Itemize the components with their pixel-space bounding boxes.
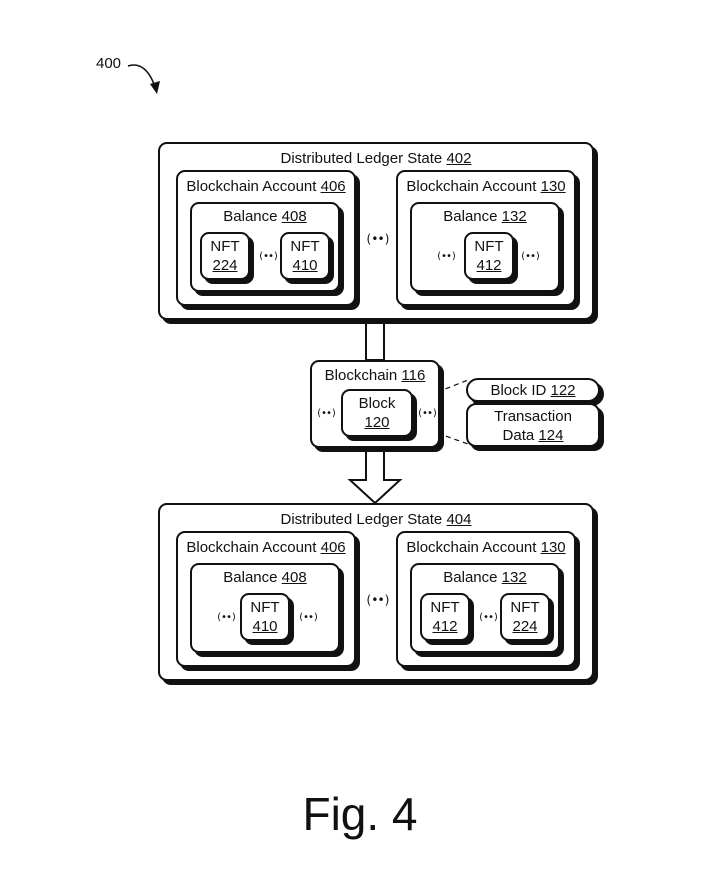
nft-label: NFT — [210, 238, 240, 255]
ellipsis-icon: (••) — [315, 408, 337, 419]
account-box: Blockchain Account 130 Balance 132 (••) … — [396, 170, 576, 306]
transaction-number: 124 — [538, 427, 564, 444]
ellipsis-icon: (••) — [257, 251, 279, 262]
account-number: 406 — [320, 539, 346, 556]
transaction-data-box: Transaction Data 124 — [466, 403, 600, 447]
balance-box: Balance 408 (••) NFT 410 (••) — [190, 563, 340, 653]
flow-shaft-top — [365, 319, 385, 361]
nft-label: NFT — [430, 599, 460, 616]
figure-reference-arrowhead — [150, 81, 160, 94]
nft-number: 412 — [432, 618, 458, 635]
balance-number: 132 — [501, 569, 527, 586]
ellipsis-icon: (••) — [435, 251, 457, 262]
transaction-label-line1: Transaction — [494, 408, 572, 425]
state-title: Distributed Ledger State — [280, 150, 443, 167]
nft-box: NFT 410 — [240, 593, 290, 641]
block-label: Block — [358, 395, 396, 412]
ellipsis-icon: (••) — [215, 612, 237, 623]
balance-box: Balance 132 NFT 412 (••) NFT 224 — [410, 563, 560, 653]
ellipsis-icon: (••) — [365, 593, 391, 607]
balance-title: Balance — [223, 569, 278, 586]
nft-label: NFT — [474, 238, 504, 255]
nft-box: NFT 412 — [464, 232, 514, 280]
nft-label: NFT — [290, 238, 320, 255]
account-title: Blockchain Account — [406, 539, 537, 556]
balance-title: Balance — [223, 208, 278, 225]
state-title: Distributed Ledger State — [280, 511, 443, 528]
state-number: 404 — [446, 511, 472, 528]
balance-box: Balance 132 (••) NFT 412 (••) — [410, 202, 560, 292]
nft-label: NFT — [250, 599, 280, 616]
block-id-box: Block ID 122 — [466, 378, 600, 402]
account-number: 406 — [320, 178, 346, 195]
transaction-label-line2: Data — [502, 427, 535, 444]
nft-number: 412 — [476, 257, 502, 274]
account-box: Blockchain Account 406 Balance 408 NFT 2… — [176, 170, 356, 306]
balance-title: Balance — [443, 208, 498, 225]
account-number: 130 — [540, 539, 566, 556]
flow-down-arrow — [347, 447, 403, 505]
ellipsis-icon: (••) — [519, 251, 541, 262]
nft-number: 410 — [252, 618, 278, 635]
nft-box: NFT 224 — [500, 593, 550, 641]
balance-number: 408 — [281, 569, 307, 586]
block-number: 120 — [364, 414, 390, 431]
account-box: Blockchain Account 406 Balance 408 (••) … — [176, 531, 356, 667]
ellipsis-icon: (••) — [416, 408, 438, 419]
ledger-state-bottom: Distributed Ledger State 404 Blockchain … — [158, 503, 594, 681]
balance-number: 132 — [501, 208, 527, 225]
blockchain-title: Blockchain — [324, 367, 398, 384]
state-number: 402 — [446, 150, 472, 167]
ellipsis-icon: (••) — [365, 232, 391, 246]
nft-box: NFT 224 — [200, 232, 250, 280]
nft-box: NFT 412 — [420, 593, 470, 641]
figure-reference-number: 400 — [96, 55, 122, 72]
block-box: Block 120 — [341, 389, 413, 437]
account-title: Blockchain Account — [406, 178, 537, 195]
nft-number: 410 — [292, 257, 318, 274]
nft-number: 224 — [212, 257, 238, 274]
block-id-number: 122 — [550, 382, 576, 399]
account-number: 130 — [540, 178, 566, 195]
block-id-label: Block ID — [490, 382, 547, 399]
blockchain-number: 116 — [401, 367, 426, 384]
balance-box: Balance 408 NFT 224 (••) NFT 410 — [190, 202, 340, 292]
balance-number: 408 — [281, 208, 307, 225]
ellipsis-icon: (••) — [297, 612, 319, 623]
figure-caption: Fig. 4 — [302, 788, 418, 840]
account-title: Blockchain Account — [186, 539, 317, 556]
balance-title: Balance — [443, 569, 498, 586]
nft-box: NFT 410 — [280, 232, 330, 280]
ellipsis-icon: (••) — [477, 612, 499, 623]
account-box: Blockchain Account 130 Balance 132 NFT 4… — [396, 531, 576, 667]
nft-number: 224 — [512, 618, 538, 635]
blockchain-box: Blockchain 116 (••) Block 120 (••) — [310, 360, 440, 448]
ledger-state-top: Distributed Ledger State 402 Blockchain … — [158, 142, 594, 320]
nft-label: NFT — [510, 599, 540, 616]
account-title: Blockchain Account — [186, 178, 317, 195]
